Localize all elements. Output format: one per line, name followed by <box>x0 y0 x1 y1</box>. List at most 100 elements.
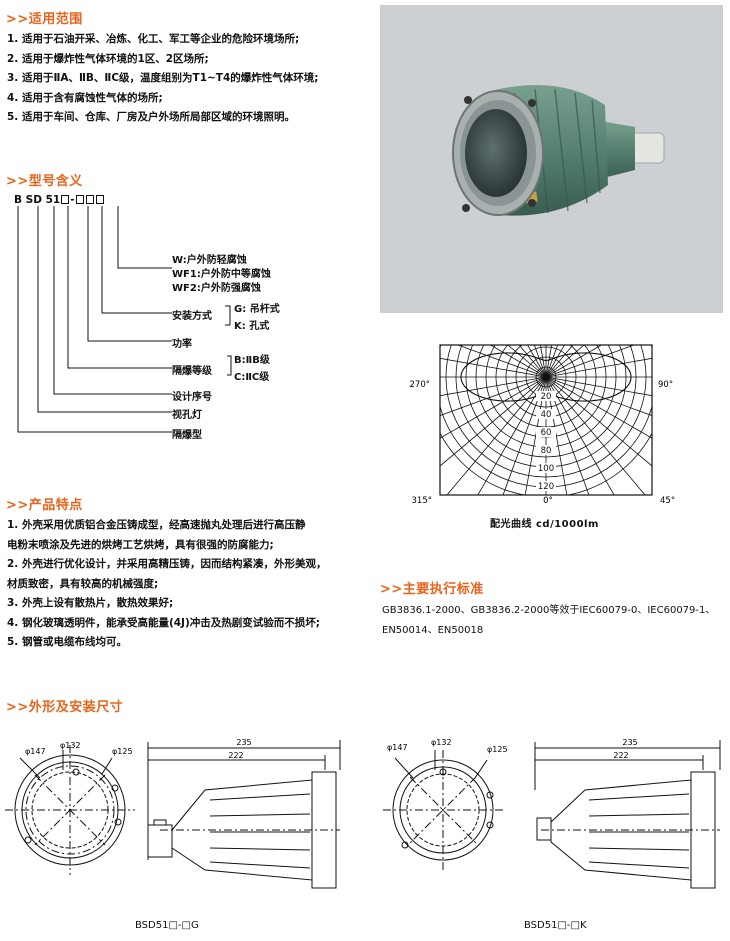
list-item: 1. 适用于石油开采、冶炼、化工、军工等企业的危险环境场所; <box>7 33 300 45</box>
polar-spoke <box>545 345 565 378</box>
scope-list: 1. 适用于石油开采、冶炼、化工、军工等企业的危险环境场所; 2. 适用于爆炸性… <box>7 30 318 128</box>
polar-spoke <box>545 376 590 495</box>
polar-spoke <box>545 376 646 495</box>
radial-tick-label: 20 <box>541 392 552 402</box>
polar-spoke <box>545 345 636 378</box>
standards-line: GB3836.1-2000、GB3836.2-2000等效于IEC60079-0… <box>382 605 716 616</box>
model-code-dash: - <box>70 194 75 206</box>
angle-label-90: 90° <box>658 380 673 390</box>
list-item: 电粉末喷涂及先进的烘烤工艺烘烤，具有很强的防腐能力; <box>7 538 274 551</box>
polar-spoke <box>545 376 652 417</box>
dim-222: 222 <box>228 751 243 760</box>
polar-spoke <box>545 376 652 439</box>
label-type: 隔爆型 <box>172 430 202 441</box>
list-item: 2. 适用于爆炸性气体环境的1区、2区场所; <box>7 52 209 65</box>
label-ex-c: C:ⅡC级 <box>234 372 270 383</box>
polar-spoke <box>446 376 547 495</box>
polar-caption: 配光曲线 cd/1000lm <box>490 519 599 530</box>
caption-k: BSD51□-□K <box>524 920 587 931</box>
features-list: 1. 外壳采用优质铝合金压铸成型，经高速抛丸处理后进行高压静 电粉末喷涂及先进的… <box>7 516 326 653</box>
label-serial: 设计序号 <box>172 392 212 403</box>
list-item: 2. 外壳进行优化设计，并采用高精压铸，因而结构紧凑，外形美观， <box>7 558 327 570</box>
polar-spoke <box>545 376 615 495</box>
radial-tick-label: 60 <box>541 428 552 438</box>
polar-spoke <box>440 376 547 439</box>
dim-phi147: φ147 <box>387 743 408 752</box>
polar-spoke <box>456 345 547 378</box>
model-title: >>型号含义 <box>6 174 83 189</box>
radial-tick-label: 120 <box>538 482 554 492</box>
polar-spoke <box>545 345 585 378</box>
standards-line: EN50014、EN50018 <box>382 625 484 636</box>
model-code: B SD 51- <box>14 194 105 206</box>
placeholder-box <box>75 195 84 204</box>
drawing-g: φ147 φ132 φ125 235 222 <box>5 738 341 889</box>
dimensions-title: >>外形及安装尺寸 <box>6 700 124 715</box>
dim-235: 235 <box>236 738 251 747</box>
list-item: 5. 适用于车间、仓库、厂房及户外场所局部区域的环境照明。 <box>7 111 295 123</box>
angle-label-270: 270° <box>410 380 430 390</box>
list-item: 4. 适用于含有腐蚀性气体的场所; <box>7 91 163 104</box>
label-power: 功率 <box>172 339 192 350</box>
dim-phi147: φ147 <box>25 747 46 756</box>
polar-spoke <box>533 345 547 378</box>
angle-label-0: 0° <box>543 496 553 506</box>
label-mount-g: G: 吊杆式 <box>234 304 280 315</box>
standards-title: >>主要执行标准 <box>380 582 484 597</box>
lamp-illustration <box>452 85 665 216</box>
dim-235: 235 <box>622 738 637 747</box>
product-photo <box>380 5 723 313</box>
dim-phi132: φ132 <box>431 738 452 747</box>
label-exlevel: 隔爆等级 <box>172 366 212 377</box>
placeholder-box <box>85 195 94 204</box>
polar-spoke <box>545 376 652 467</box>
light-distribution-diagram: 20 40 60 80 100 120 270° 90° 315° 0° 45° <box>410 344 675 506</box>
polar-spoke <box>489 345 547 378</box>
dim-phi125: φ125 <box>112 747 133 756</box>
polar-spoke <box>518 345 547 378</box>
polar-spoke <box>545 357 652 378</box>
angle-label-315: 315° <box>412 496 432 506</box>
label-wf2: WF2:户外防强腐蚀 <box>172 283 261 294</box>
placeholder-box <box>61 195 70 204</box>
list-item: 3. 外壳上设有散热片，散热效果好; <box>7 597 174 609</box>
dim-phi132: φ132 <box>60 741 81 750</box>
polar-spoke <box>440 376 547 397</box>
list-item: 1. 外壳采用优质铝合金压铸成型，经高速抛丸处理后进行高压静 <box>7 519 306 531</box>
model-tree-lines <box>17 206 232 433</box>
standards-text: GB3836.1-2000、GB3836.2-2000等效于IEC60079-0… <box>382 601 715 641</box>
polar-spoke <box>545 345 603 378</box>
polar-spoke <box>477 376 547 495</box>
features-title: >>产品特点 <box>6 498 83 513</box>
radial-tick-label: 80 <box>541 446 552 456</box>
model-code-prefix: B SD 51 <box>14 194 61 206</box>
polar-spoke <box>507 345 547 378</box>
label-mount-k: K: 孔式 <box>234 321 270 332</box>
list-item: 5. 钢管或电缆布线均可。 <box>7 636 127 648</box>
polar-spoke <box>545 376 652 397</box>
polar-spoke <box>545 345 574 378</box>
radial-tick-label: 100 <box>538 464 554 474</box>
angle-label-45: 45° <box>660 496 675 506</box>
placeholder-box <box>95 195 104 204</box>
label-ex-b: B:ⅡB级 <box>234 355 270 366</box>
list-item: 材质致密，具有较高的机械强度; <box>7 577 159 590</box>
list-item: 4. 钢化玻璃透明件，能承受高能量(4J)冲击及热剧变试验而不损坏; <box>7 616 320 629</box>
radial-tick-label: 40 <box>541 410 552 420</box>
polar-spoke <box>440 376 547 467</box>
caption-g: BSD51□-□G <box>135 920 199 931</box>
label-mount: 安装方式 <box>172 311 212 322</box>
label-lamp: 视孔灯 <box>172 410 202 421</box>
polar-spoke <box>440 357 547 378</box>
scope-title: >>适用范围 <box>6 12 83 27</box>
label-wf1: WF1:户外防中等腐蚀 <box>172 269 271 280</box>
polar-spoke <box>527 345 547 378</box>
polar-spoke <box>545 345 559 378</box>
dim-222: 222 <box>613 751 628 760</box>
polar-spoke <box>440 376 547 417</box>
drawing-k: φ147 φ132 φ125 235 222 <box>383 738 721 889</box>
list-item: 3. 适用于ⅡA、ⅡB、ⅡC级，温度组别为T1~T4的爆炸性气体环境; <box>7 72 319 84</box>
label-w: W:户外防轻腐蚀 <box>172 255 247 266</box>
polar-spoke <box>502 376 547 495</box>
dim-phi125: φ125 <box>487 745 508 754</box>
